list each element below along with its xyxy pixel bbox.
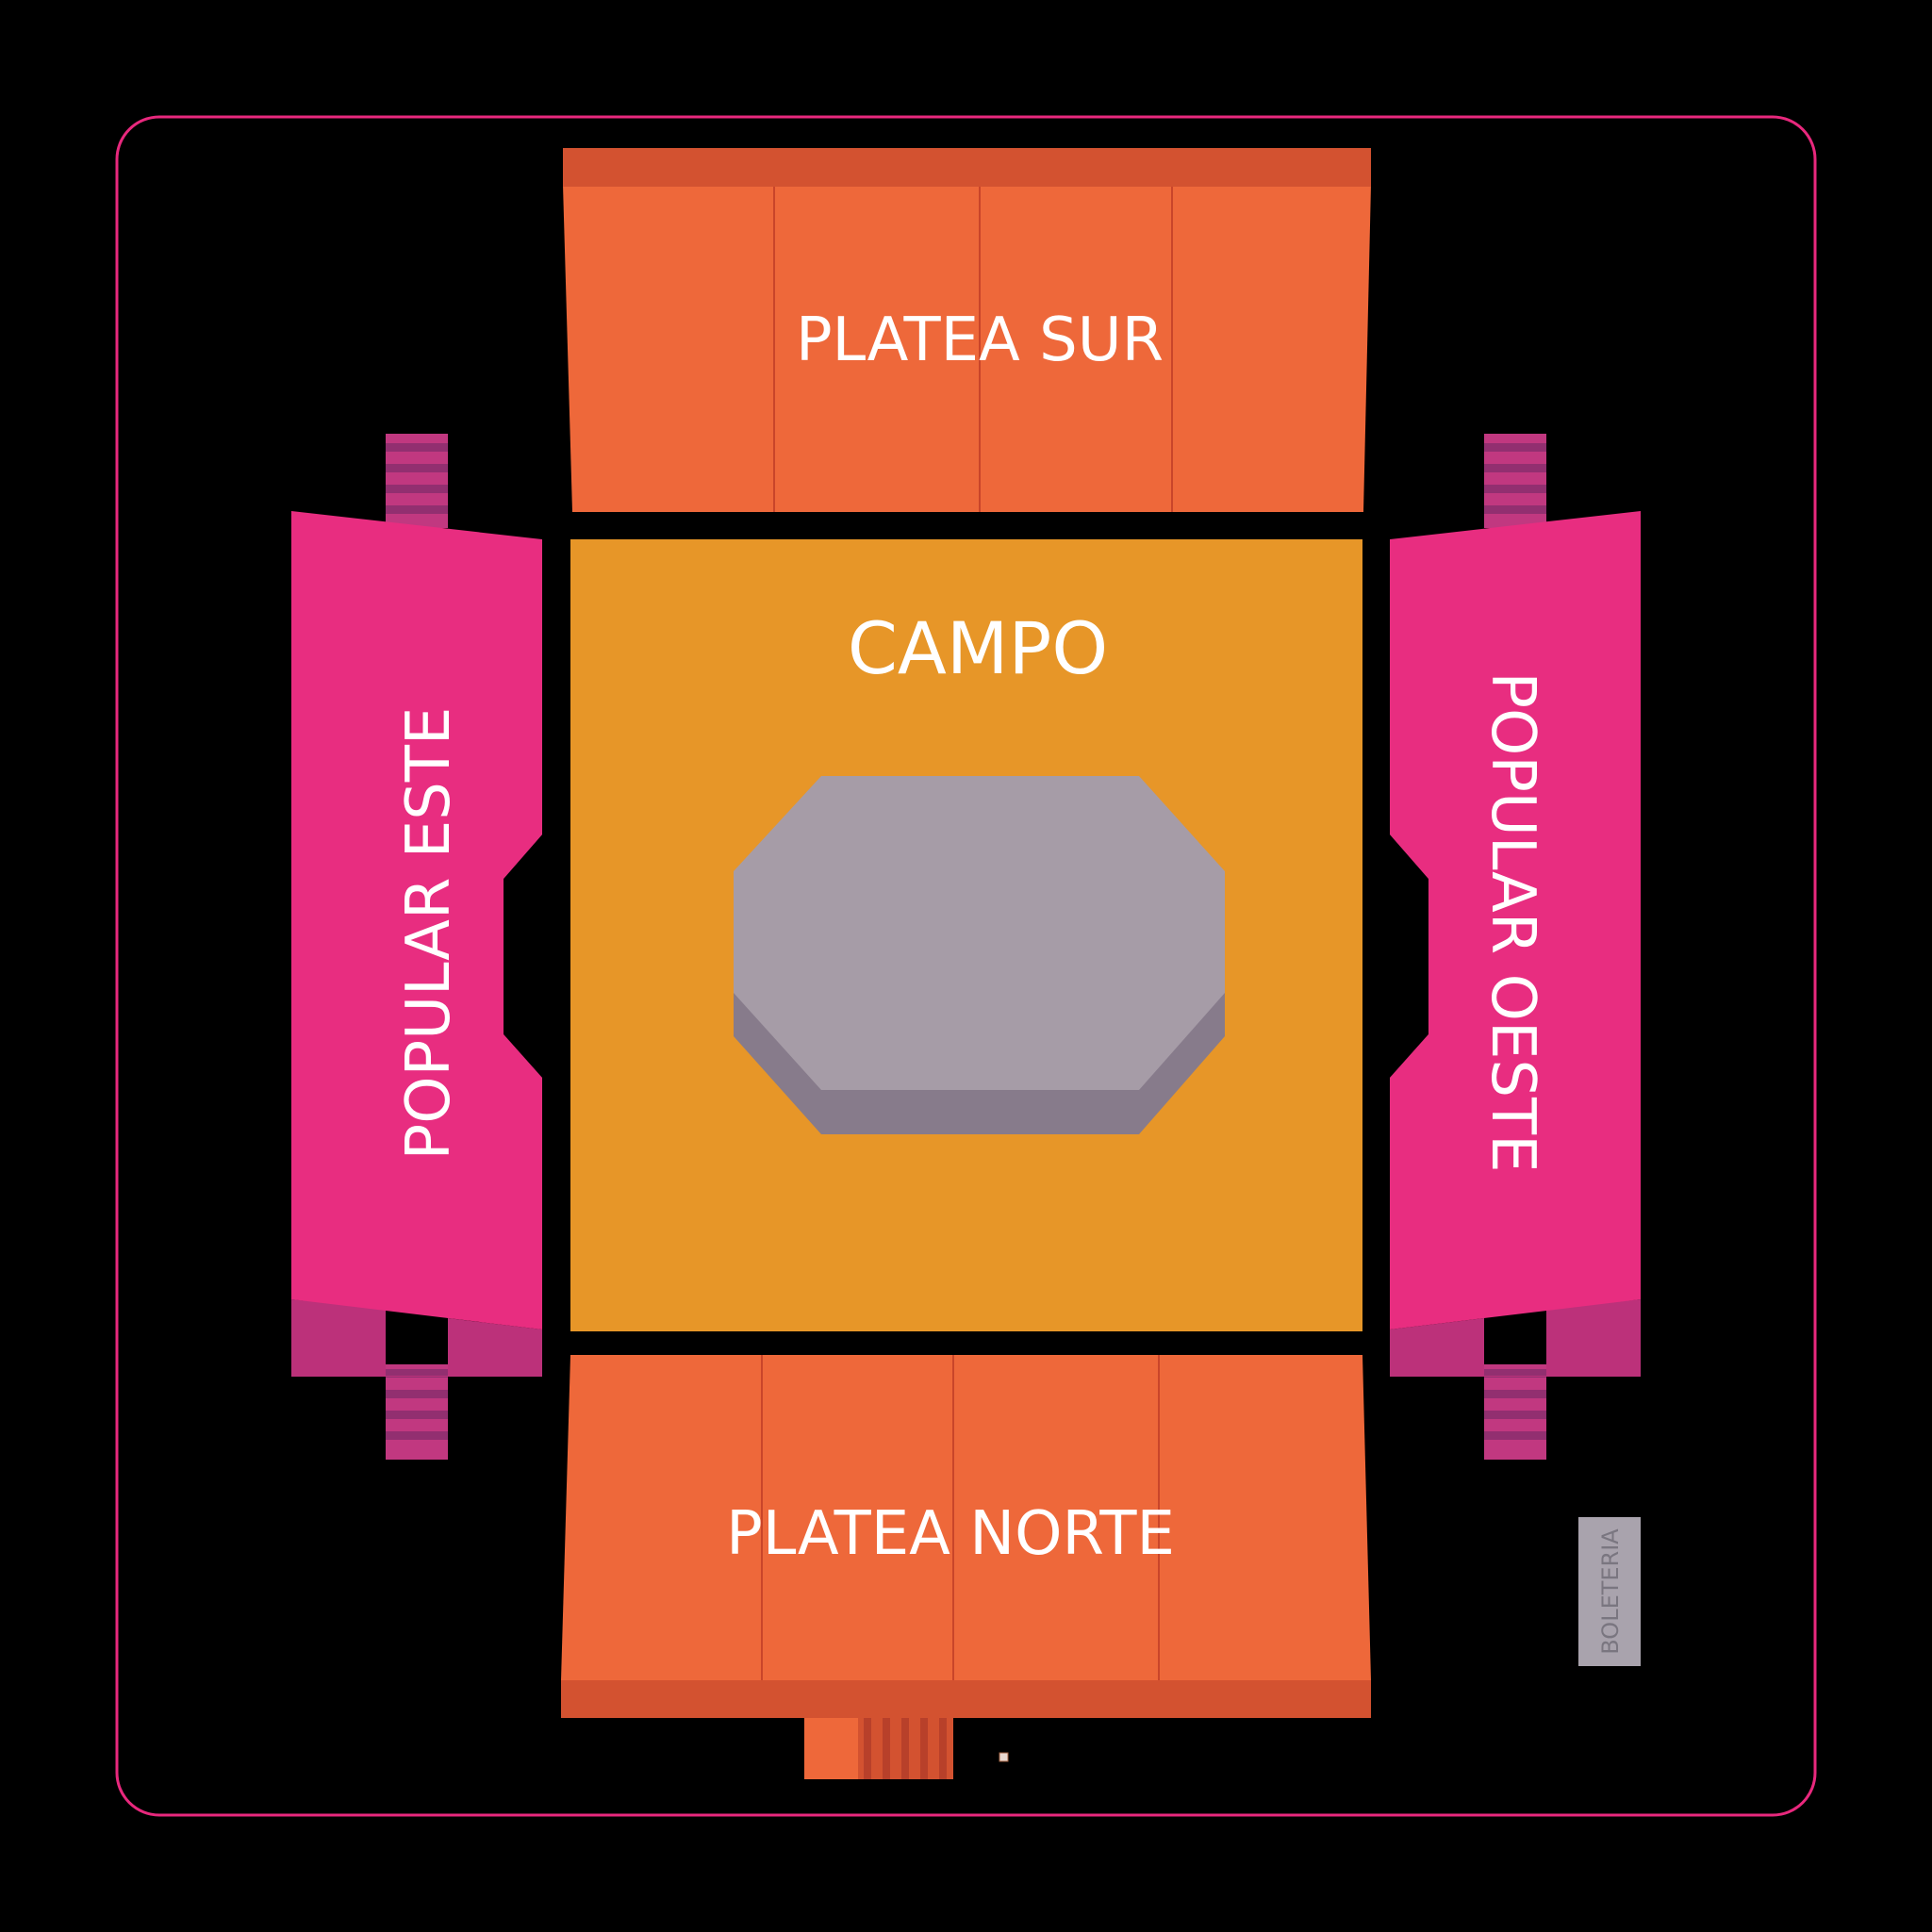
popular-oeste-label: POPULAR OESTE (1478, 671, 1547, 1172)
platea-sur-label: PLATEA SUR (796, 305, 1164, 375)
platea-sur-block[interactable] (563, 185, 1371, 512)
section-platea-norte[interactable]: PLATEA NORTE (561, 1355, 1371, 1718)
stair-step (901, 1718, 909, 1779)
popular-oeste-block[interactable] (1390, 511, 1641, 1329)
stair-step (939, 1718, 947, 1779)
stair-step (386, 1369, 448, 1378)
stair-step (864, 1718, 871, 1779)
popular-oeste-base (1390, 1299, 1641, 1377)
entrance (804, 1718, 953, 1779)
campo-label: CAMPO (848, 606, 1108, 690)
platea-norte-bottom-band (561, 1680, 1371, 1718)
popular-este-label: POPULAR ESTE (394, 707, 464, 1161)
stair-step (1484, 505, 1546, 514)
stair-step (386, 464, 448, 472)
stair-step (1484, 1369, 1546, 1378)
stage (734, 776, 1225, 1090)
entrance-marker (999, 1752, 1009, 1762)
stair-step (386, 505, 448, 514)
stair-step (386, 443, 448, 452)
stair-step (883, 1718, 890, 1779)
platea-norte-label: PLATEA NORTE (726, 1499, 1175, 1569)
popular-este-block[interactable] (291, 511, 542, 1329)
stair-step (386, 485, 448, 493)
platea-sur-top-band (563, 148, 1371, 187)
stair-step (1484, 464, 1546, 472)
stair-step (386, 1390, 448, 1398)
section-popular-este[interactable]: POPULAR ESTE (291, 434, 542, 1460)
boleteria-label: BOLETERIA (1597, 1528, 1624, 1655)
boleteria[interactable]: BOLETERIA (1578, 1517, 1641, 1666)
venue-outline (115, 115, 1817, 1817)
stair-step (1484, 1411, 1546, 1419)
stair-step (920, 1718, 928, 1779)
section-campo[interactable]: CAMPO (570, 539, 1362, 1331)
popular-este-base (291, 1299, 542, 1377)
stair-step (1484, 485, 1546, 493)
stair-step (1484, 443, 1546, 452)
stair-step (386, 1411, 448, 1419)
section-popular-oeste[interactable]: POPULAR OESTE (1390, 434, 1641, 1460)
section-platea-sur[interactable]: PLATEA SUR (563, 148, 1371, 512)
platea-norte-block[interactable] (561, 1355, 1371, 1680)
boleteria-block[interactable] (1578, 1517, 1641, 1666)
stair-step (1484, 1431, 1546, 1440)
stair-step (386, 1431, 448, 1440)
stair-step (1484, 1390, 1546, 1398)
